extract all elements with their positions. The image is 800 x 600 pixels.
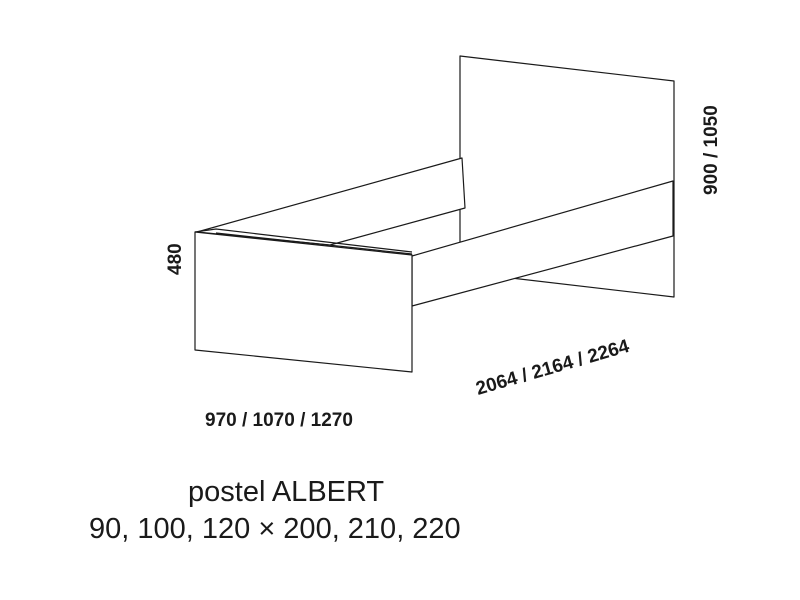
width-label: 970 / 1070 / 1270	[205, 410, 353, 431]
footboard-panel	[194, 231, 413, 373]
headboard-height-label: 900 / 1050	[701, 105, 722, 195]
product-title: postel ALBERT	[188, 476, 384, 508]
length-label: 2064 / 2164 / 2264	[474, 336, 633, 400]
footboard-top-edge	[194, 228, 413, 253]
product-sizes: 90, 100, 120 × 200, 210, 220	[89, 513, 461, 545]
frame-inner-edge	[215, 232, 413, 255]
footboard-height-label: 480	[165, 243, 186, 275]
